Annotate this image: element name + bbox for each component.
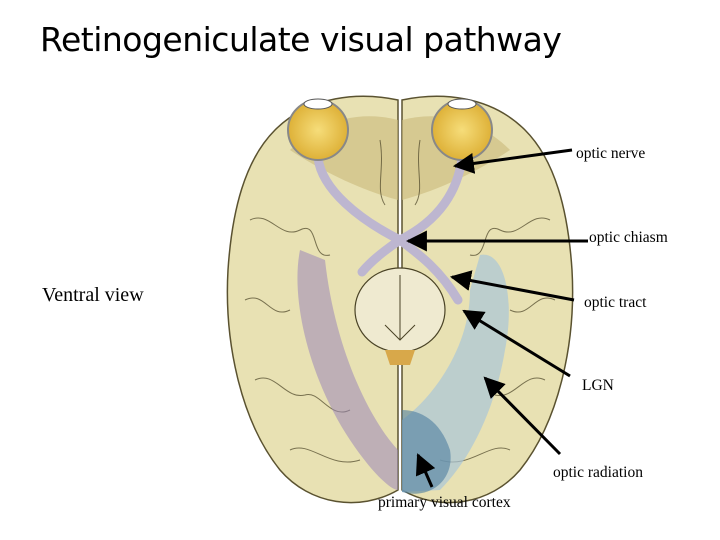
- left-eye: [287, 98, 349, 161]
- brain-illustration: [226, 95, 574, 504]
- label-primary-visual-cortex: primary visual cortex: [378, 494, 511, 511]
- lgn-arrow: [462, 309, 571, 378]
- optic-radiation-arrow: [483, 376, 562, 456]
- primary-visual-cortex-arrow: [415, 453, 436, 488]
- optic-tract-arrow: [449, 270, 575, 302]
- pituitary-area: [385, 350, 415, 365]
- right-eye: [431, 98, 493, 161]
- label-optic-radiation: optic radiation: [553, 464, 643, 481]
- slide-title: Retinogeniculate visual pathway: [40, 20, 562, 59]
- view-label: Ventral view: [42, 284, 144, 306]
- label-optic-nerve: optic nerve: [576, 145, 645, 162]
- gyri: [244, 139, 556, 463]
- left-optic-radiation: [297, 250, 398, 490]
- brainstem-detail: [384, 275, 416, 341]
- optic-nerve-arrow: [452, 148, 573, 174]
- label-optic-tract: optic tract: [584, 294, 647, 311]
- primary-visual-cortex-region: [402, 410, 451, 494]
- label-lgn: LGN: [582, 377, 614, 394]
- label-optic-chiasm: optic chiasm: [589, 229, 668, 246]
